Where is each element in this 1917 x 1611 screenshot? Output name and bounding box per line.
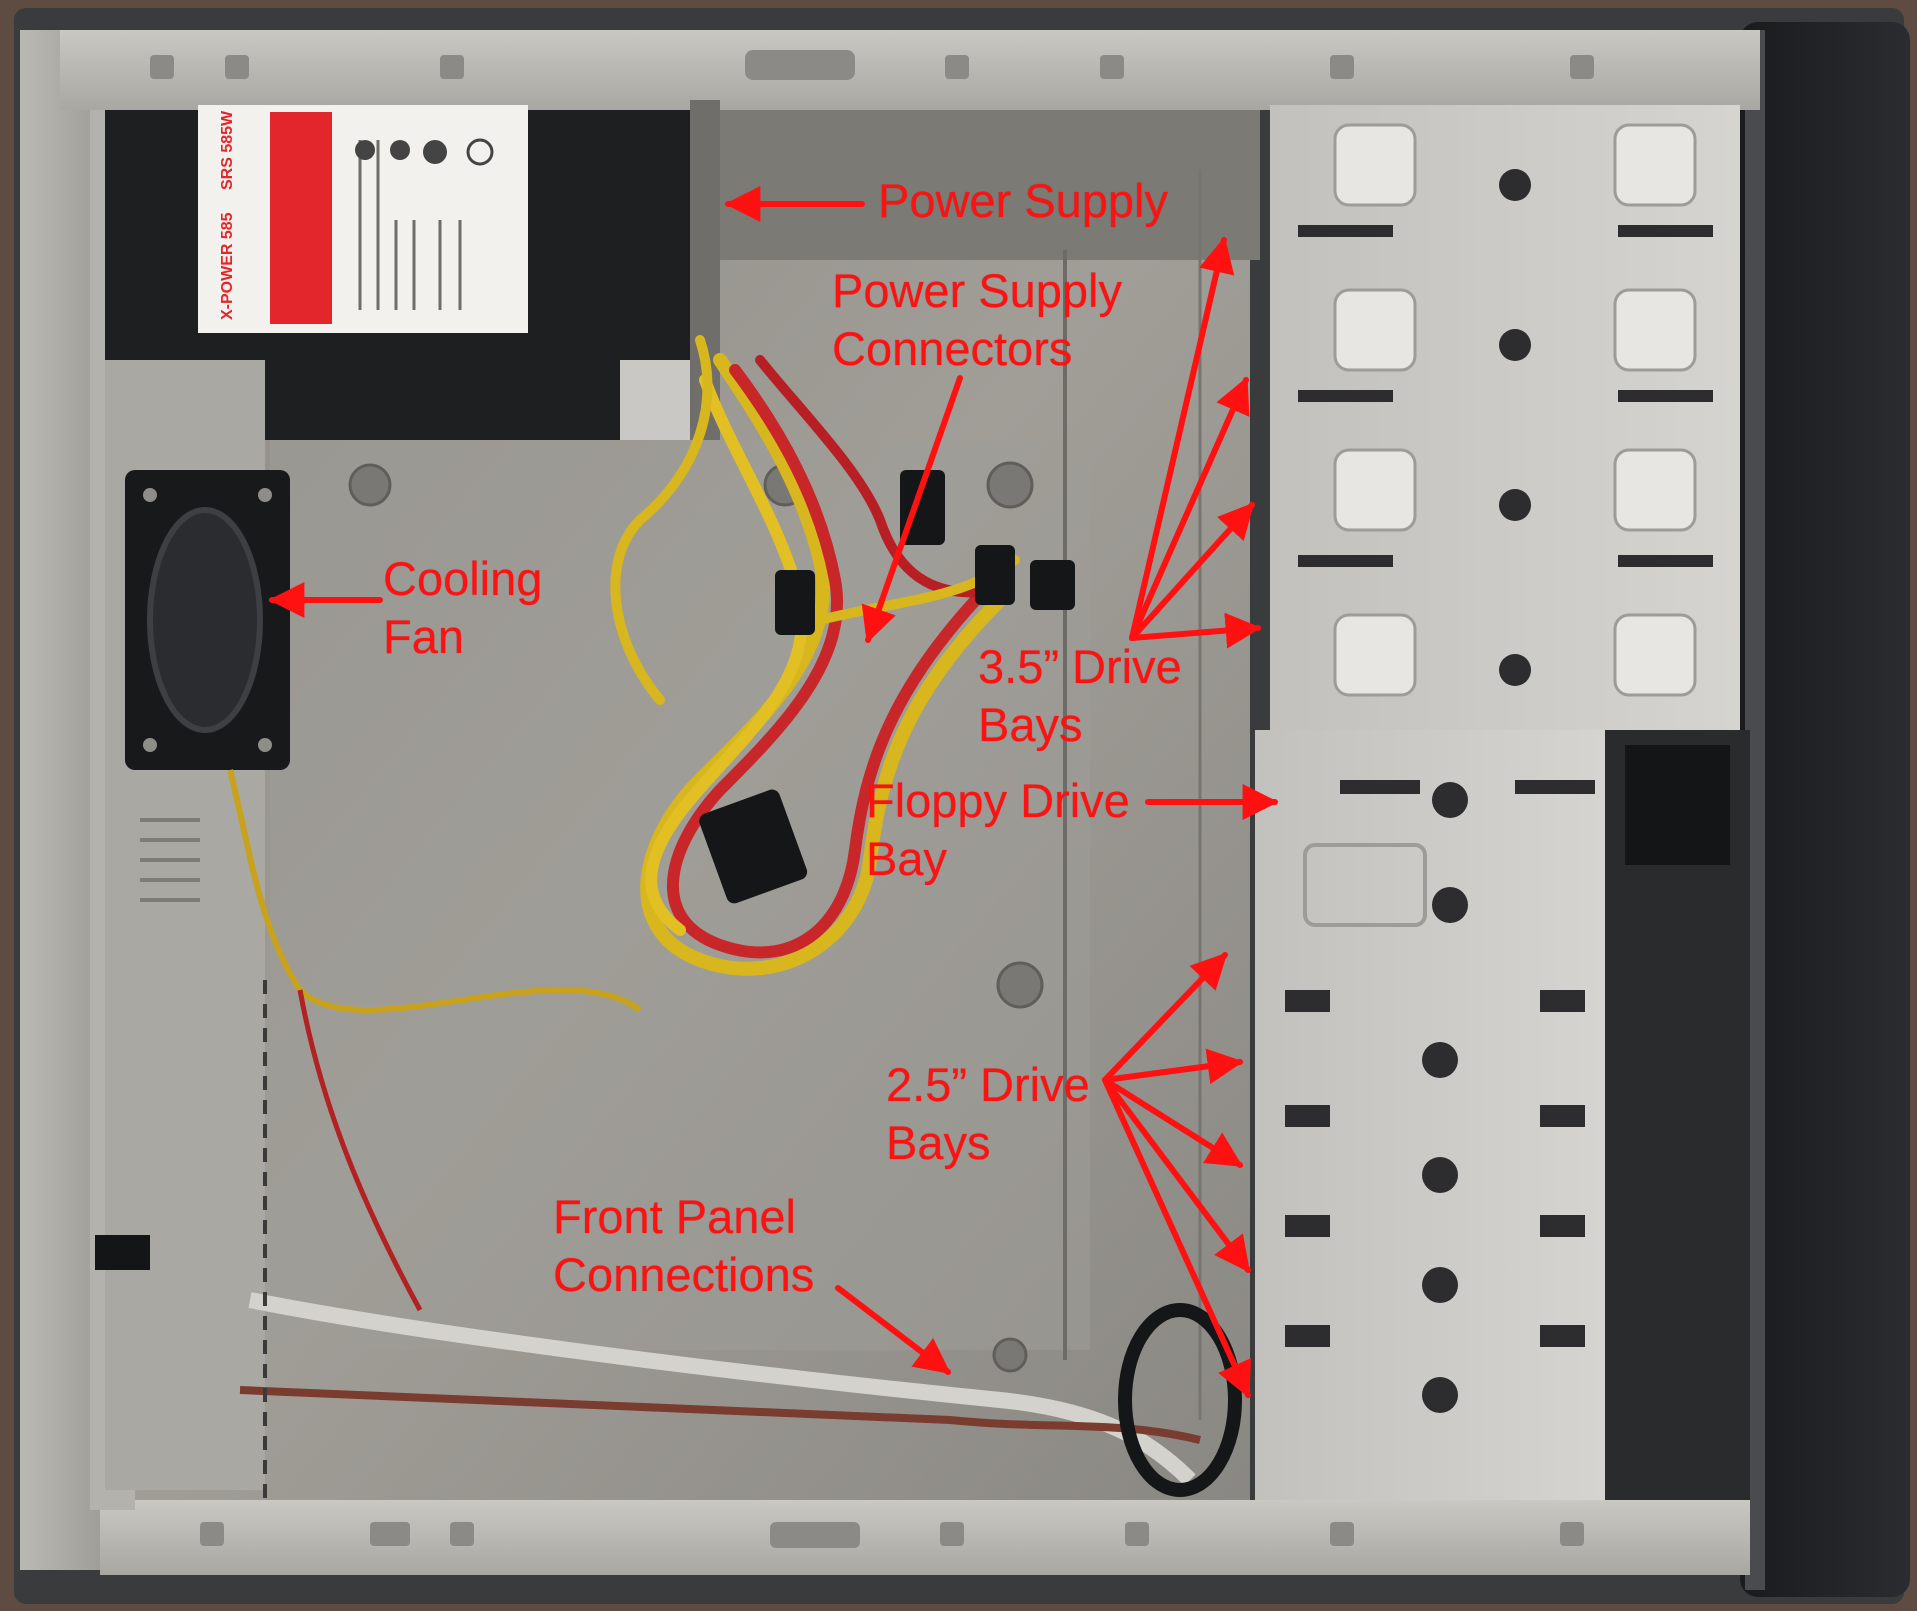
arrow-25-bay-1: [1102, 952, 1228, 1083]
arrow-25-bay-3: [1102, 1077, 1244, 1168]
label-floppy-drive-bay: Floppy Drive Bay: [866, 772, 1130, 888]
drive-cage-35-features: [1298, 123, 1713, 697]
arrow-35-bay-3: [1129, 502, 1255, 641]
front-bezel: [1740, 22, 1910, 1597]
label-35-drive-bays-line1: 3.5” Drive: [978, 640, 1182, 693]
arrow-35-bay-4: [1129, 612, 1262, 649]
label-floppy-line1: Floppy Drive: [866, 774, 1130, 827]
arrow-35-bay-2: [1129, 376, 1250, 641]
arrow-35-bay-1: [1129, 236, 1235, 641]
fan-screws: [143, 488, 272, 752]
label-25-drive-bays: 2.5” Drive Bays: [886, 1056, 1090, 1172]
psu-brand-text: X-POWER 585: [219, 212, 236, 320]
label-psu-connectors-line1: Power Supply: [832, 264, 1122, 317]
label-35-drive-bays-line2: Bays: [978, 698, 1083, 751]
channel-block: [1625, 745, 1730, 865]
label-front-panel-connections: Front Panel Connections: [553, 1188, 814, 1304]
front-panel-coil: [1118, 1303, 1242, 1497]
label-psu-connectors: Power Supply Connectors: [832, 262, 1122, 378]
arrow-25-bay-4: [1102, 1077, 1251, 1273]
psu-cable-bundle: [610, 335, 1020, 976]
vent-slots: [140, 818, 200, 902]
psu-model-text: SRS 585W: [219, 110, 236, 190]
psu-sticker-red-stripe: [270, 112, 332, 324]
drive-cage-lower-features: [1285, 780, 1595, 1413]
annotation-arrows: [268, 186, 1279, 1399]
front-panel-wires: [239, 1386, 1201, 1444]
arrow-25-bay-2: [1102, 1048, 1244, 1085]
label-25-drive-bays-line2: Bays: [886, 1116, 991, 1169]
label-front-panel-line1: Front Panel: [553, 1190, 796, 1243]
arrow-front-panel: [835, 1285, 951, 1375]
fan-cable: [227, 769, 642, 1013]
psu-sticker-text-lines: [358, 140, 462, 310]
floppy-slot: [1303, 843, 1427, 927]
label-psu-connectors-line2: Connectors: [832, 322, 1073, 375]
arrow-psu-connectors: [861, 375, 963, 644]
label-front-panel-line2: Connections: [553, 1248, 815, 1301]
case-frame-bottom: [100, 1500, 1750, 1575]
fan-cable-2: [297, 989, 423, 1312]
label-cooling-fan-line1: Cooling: [383, 552, 543, 605]
bottom-rail-holes: [200, 1522, 1584, 1548]
psu-connectors-plugs: [699, 470, 1075, 904]
label-25-drive-bays-line1: 2.5” Drive: [886, 1058, 1090, 1111]
label-power-supply: Power Supply: [878, 174, 1168, 227]
label-35-drive-bays: 3.5” Drive Bays: [978, 638, 1182, 754]
case-frame-top: [60, 30, 1760, 110]
psu-cert-icons: [355, 138, 494, 166]
label-floppy-line2: Bay: [866, 832, 947, 885]
label-cooling-fan: Cooling Fan: [383, 550, 542, 666]
label-cooling-fan-line2: Fan: [383, 610, 464, 663]
front-panel-plug: [95, 1235, 150, 1270]
arrow-25-bay-5: [1102, 1077, 1251, 1399]
fan-hub: [147, 507, 263, 733]
top-rail-holes: [150, 50, 1594, 80]
